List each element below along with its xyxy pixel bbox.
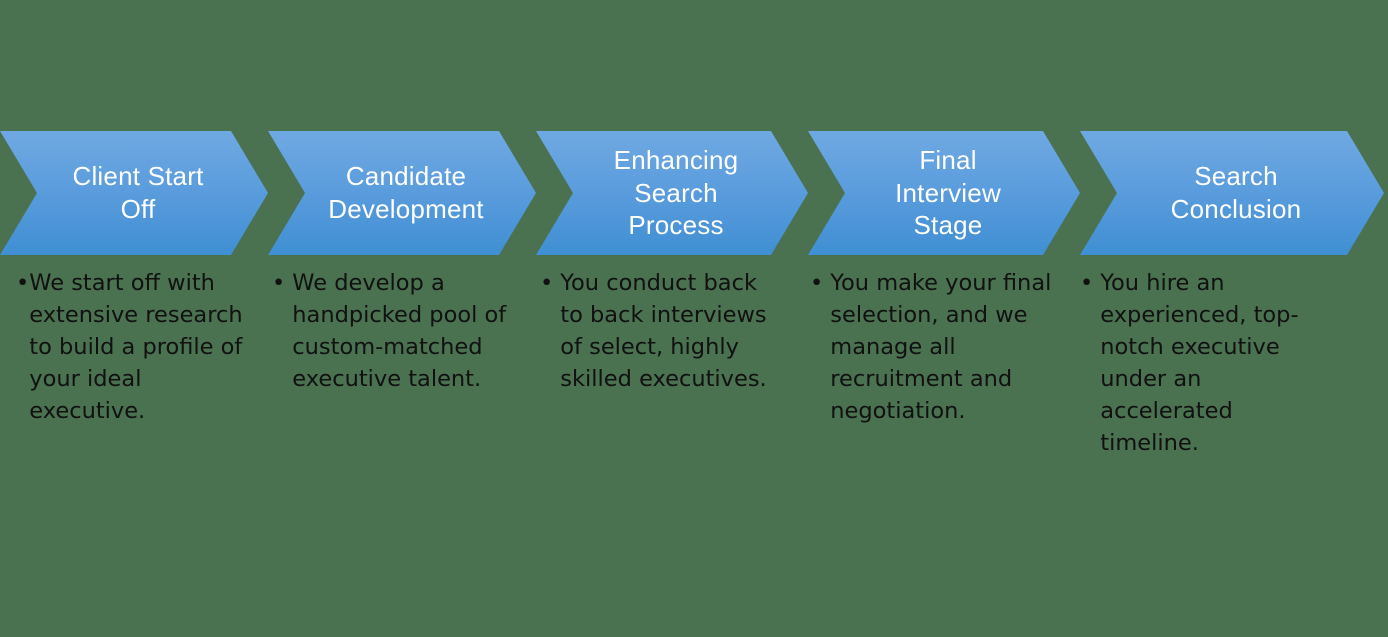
bullet-marker-icon: •	[272, 270, 286, 296]
bullet-item: • You make your final selection, and we …	[810, 268, 1054, 428]
bullet-marker-icon: •	[540, 270, 554, 296]
chevron-step-4-label: Final Interview Stage	[895, 144, 1001, 241]
bullet-columns: • We start off with extensive research t…	[0, 268, 1388, 498]
bullet-column-2: • We develop a handpicked pool of custom…	[272, 268, 516, 396]
bullet-item: • We start off with extensive research t…	[16, 268, 248, 428]
bullet-column-5: • You hire an experienced, top-notch exe…	[1080, 268, 1318, 460]
bullet-text: We develop a handpicked pool of custom-m…	[292, 270, 507, 392]
bullet-marker-icon: •	[810, 270, 824, 296]
chevron-step-3-label: Enhancing Search Process	[613, 144, 739, 241]
bullet-marker-icon: •	[1080, 270, 1094, 296]
bullet-text: You conduct back to back interviews of s…	[560, 270, 767, 392]
bullet-text: You hire an experienced, top-notch execu…	[1100, 270, 1299, 456]
bullet-text: We start off with extensive research to …	[29, 270, 243, 424]
chevron-step-5-label: Search Conclusion	[1170, 161, 1302, 224]
bullet-column-1: • We start off with extensive research t…	[16, 268, 248, 428]
bullet-item: • You hire an experienced, top-notch exe…	[1080, 268, 1318, 460]
bullet-item: • You conduct back to back interviews of…	[540, 268, 784, 396]
chevron-band: Client Start Off Candidate Development E…	[0, 131, 1388, 255]
chevron-step-4[interactable]: Final Interview Stage	[808, 131, 1080, 255]
bullet-column-3: • You conduct back to back interviews of…	[540, 268, 784, 396]
bullet-item: • We develop a handpicked pool of custom…	[272, 268, 516, 396]
bullet-marker-icon: •	[16, 270, 30, 296]
bullet-column-4: • You make your final selection, and we …	[810, 268, 1054, 428]
bullet-text: You make your final selection, and we ma…	[830, 270, 1052, 424]
chevron-step-2-label: Candidate Development	[328, 161, 484, 224]
chevron-step-3[interactable]: Enhancing Search Process	[536, 131, 808, 255]
chevron-step-1-label: Client Start Off	[72, 161, 204, 224]
chevron-step-2[interactable]: Candidate Development	[268, 131, 536, 255]
chevron-step-1[interactable]: Client Start Off	[0, 131, 268, 255]
chevron-step-5[interactable]: Search Conclusion	[1080, 131, 1384, 255]
